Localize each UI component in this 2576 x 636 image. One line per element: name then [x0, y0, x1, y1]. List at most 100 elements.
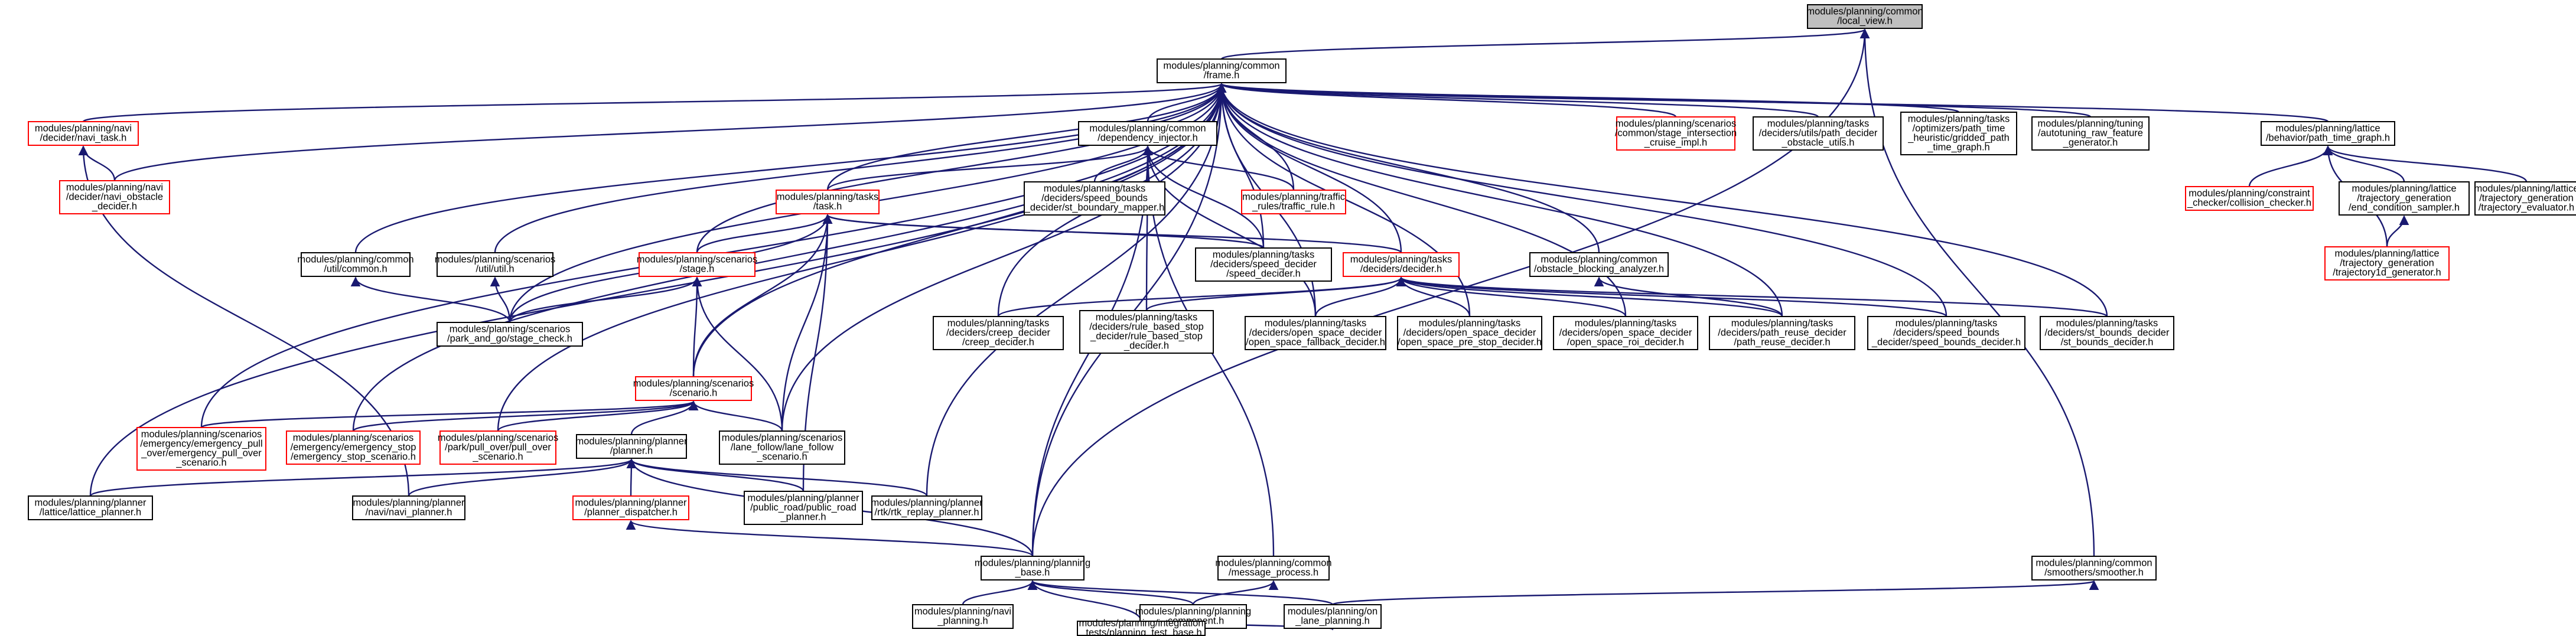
node-box [912, 604, 1014, 629]
node-box [1529, 252, 1669, 277]
node-st-boundary-mapper[interactable]: modules/planning/tasks/deciders/speed_bo… [1024, 181, 1165, 216]
node-smoother[interactable]: modules/planning/common/smoothers/smooth… [2031, 556, 2157, 580]
node-label-line: modules/planning/scenarios [450, 324, 571, 335]
edge-rtk-to-planner [626, 458, 928, 497]
node-label-line: modules/planning/common [1089, 123, 1206, 134]
node-speed-bounds[interactable]: modules/planning/tasks/deciders/speed_bo… [1867, 316, 2025, 350]
node-speed-decider[interactable]: modules/planning/tasks/deciders/speed_de… [1195, 247, 1332, 282]
node-st-bounds[interactable]: modules/planning/tasks/deciders/st_bound… [2040, 316, 2174, 350]
node-label-line: modules/planning/navi [66, 182, 163, 193]
edge-speed_bounds-to-decider [1396, 276, 1948, 318]
node-task[interactable]: modules/planning/tasks/task.h [776, 190, 880, 214]
node-stage[interactable]: modules/planning/scenarios/stage.h [637, 252, 758, 277]
node-collision-checker[interactable]: modules/planning/constraint_checker/coll… [2185, 186, 2314, 211]
node-roi[interactable]: modules/planning/tasks/deciders/open_spa… [1553, 316, 1698, 350]
node-dependency-injector[interactable]: modules/planning/common/dependency_injec… [1078, 121, 1217, 146]
node-label-line: modules/planning/common [2036, 558, 2152, 569]
node-label-line: _over/emergency_pull_over [141, 448, 262, 459]
node-label-line: /lane_follow/lane_follow [731, 442, 833, 453]
node-label-line: _tests/planning_test_base.h [1080, 628, 1202, 636]
node-rtk[interactable]: modules/planning/planner/rtk/rtk_replay_… [871, 495, 983, 520]
node-box [2185, 186, 2314, 211]
node-park-go[interactable]: modules/planning/scenarios/park_and_go/s… [437, 322, 583, 347]
node-fallback[interactable]: modules/planning/tasks/deciders/open_spa… [1245, 316, 1386, 350]
edge-park_pull-to-frame [497, 83, 1227, 432]
node-label-line: /deciders/open_space_decider [1559, 328, 1692, 338]
node-path-reuse[interactable]: modules/planning/tasks/deciders/path_reu… [1709, 316, 1855, 350]
node-rule-based[interactable]: modules/planning/tasks/deciders/rule_bas… [1079, 310, 1214, 354]
node-emergency-pull[interactable]: modules/planning/scenarios/emergency/eme… [136, 427, 266, 471]
node-label-line: /frame.h [1204, 70, 1240, 81]
node-lattice-planner[interactable]: modules/planning/planner/lattice/lattice… [28, 495, 153, 520]
node-local-view[interactable]: modules/planning/common/local_view.h [1806, 4, 1923, 29]
node-public-road[interactable]: modules/planning/planner/public_road/pub… [744, 491, 863, 525]
node-traj1d[interactable]: modules/planning/lattice/trajectory_gene… [2324, 246, 2450, 281]
node-emergency-stop[interactable]: modules/planning/scenarios/emergency/eme… [286, 430, 421, 465]
node-box [1077, 621, 1206, 636]
edge-speed_decider-to-dependency_injector [1142, 145, 1265, 249]
node-scen-util[interactable]: modules/planning/scenarios/util/util.h [435, 252, 556, 277]
node-gridded-path[interactable]: modules/planning/tasks/optimizers/path_t… [1900, 112, 2017, 155]
node-navi-planner[interactable]: modules/planning/planner/navi/navi_plann… [352, 495, 465, 520]
node-obstacle-blocking[interactable]: modules/planning/common/obstacle_blockin… [1529, 252, 1669, 277]
node-label-line: modules/planning/tasks [1575, 318, 1676, 329]
node-autotuning[interactable]: modules/planning/tuning/autotuning_raw_f… [2031, 116, 2150, 151]
node-intersection[interactable]: modules/planning/scenarios/common/stage_… [1615, 116, 1737, 151]
node-label-line: _decider/speed_bounds_decider.h [1871, 337, 2021, 348]
node-label-line: /deciders/open_space_decider [1249, 328, 1382, 338]
edge-task-to-frame [826, 83, 1227, 191]
node-dispatcher[interactable]: modules/planning/planner/planner_dispatc… [572, 495, 689, 520]
node-label-line: /deciders/st_bounds_decider [2045, 328, 2170, 338]
node-label-line: modules/planning/tasks [1350, 255, 1452, 265]
node-message-process[interactable]: modules/planning/common/message_process.… [1215, 556, 1332, 580]
node-path-time-graph[interactable]: modules/planning/lattice/behavior/path_t… [2261, 121, 2395, 146]
edge-decider-to-frame [1216, 83, 1402, 253]
node-end-condition[interactable]: modules/planning/lattice/trajectory_gene… [2339, 181, 2470, 216]
node-label-line: /stage.h [680, 264, 715, 275]
node-park-pull[interactable]: modules/planning/scenarios/park/pull_ove… [438, 430, 559, 465]
node-navi-planning[interactable]: modules/planning/navi_planning.h [912, 604, 1014, 629]
node-lane-follow[interactable]: modules/planning/scenarios/lane_follow/l… [719, 430, 845, 465]
node-scenario[interactable]: modules/planning/scenarios/scenario.h [633, 376, 754, 401]
node-traj-evaluator[interactable]: modules/planning/lattice/trajectory_gene… [2474, 181, 2576, 216]
node-path-decider-utils[interactable]: modules/planning/tasks/deciders/utils/pa… [1753, 116, 1884, 151]
node-label-line: _decider.h [1123, 341, 1169, 351]
edge-planning_base-to-dispatcher [626, 520, 1034, 557]
node-box [1078, 121, 1217, 146]
node-label-line: /common/stage_intersection [1615, 128, 1737, 139]
node-decider[interactable]: modules/planning/tasks/deciders/decider.… [1343, 252, 1460, 277]
edge-planner-to-scenario [630, 400, 699, 435]
node-on-lane[interactable]: modules/planning/on_lane_planning.h [1284, 604, 1382, 629]
node-label-line: /behavior/path_time_graph.h [2266, 133, 2390, 143]
node-label-line: modules/planning/common [1215, 558, 1331, 569]
node-label-line: /deciders/path_reuse_decider [1718, 328, 1846, 338]
node-box [1217, 556, 1330, 580]
node-label-line: _decider/st_boundary_mapper.h [1024, 203, 1165, 213]
node-label-line: modules/planning/navi [35, 123, 132, 134]
node-label-line: modules/planning/scenarios [438, 433, 559, 443]
edge-path_reuse-to-decider [1396, 276, 1783, 317]
node-util-common[interactable]: modules/planning/common/util/common.h [297, 252, 414, 277]
node-traffic-rule[interactable]: modules/planning/traffic_rules/traffic_r… [1241, 190, 1346, 214]
node-label-line: modules/planning/tasks [1265, 318, 1366, 329]
node-frame[interactable]: modules/planning/common/frame.h [1157, 58, 1287, 83]
node-label-line: /navi/navi_planner.h [366, 507, 452, 518]
node-box [744, 491, 863, 525]
node-label-line: _time_graph.h [1927, 142, 1990, 153]
node-test-base[interactable]: modules/planning/integration_tests/plann… [1077, 618, 1206, 636]
node-navi-obstacle[interactable]: modules/planning/navi/decider/navi_obsta… [59, 180, 170, 214]
node-label-line: /deciders/speed_bounds [1041, 193, 1148, 204]
node-navi-task[interactable]: modules/planning/navi/decider/navi_task.… [28, 121, 139, 146]
edge-rtk-to-frame [926, 83, 1227, 497]
node-label-line: /autotuning_raw_feature [2038, 128, 2143, 139]
node-label-line: modules/planning/tasks [2056, 318, 2158, 329]
node-label-line: /deciders/rule_based_stop [1089, 322, 1204, 332]
node-pre-stop[interactable]: modules/planning/tasks/deciders/open_spa… [1397, 316, 1542, 350]
node-planner[interactable]: modules/planning/planner/planner.h [576, 434, 688, 459]
node-creep[interactable]: modules/planning/tasks/deciders/creep_de… [933, 316, 1064, 350]
node-label-line: modules/planning/lattice [2275, 123, 2380, 134]
edge-traffic_rule-to-dependency_injector [1142, 145, 1295, 191]
node-label-line: /deciders/speed_bounds [1893, 328, 1999, 338]
node-label-line: _scenario.h [175, 458, 226, 468]
node-planning-base[interactable]: modules/planning/planning_base.h [975, 556, 1090, 580]
